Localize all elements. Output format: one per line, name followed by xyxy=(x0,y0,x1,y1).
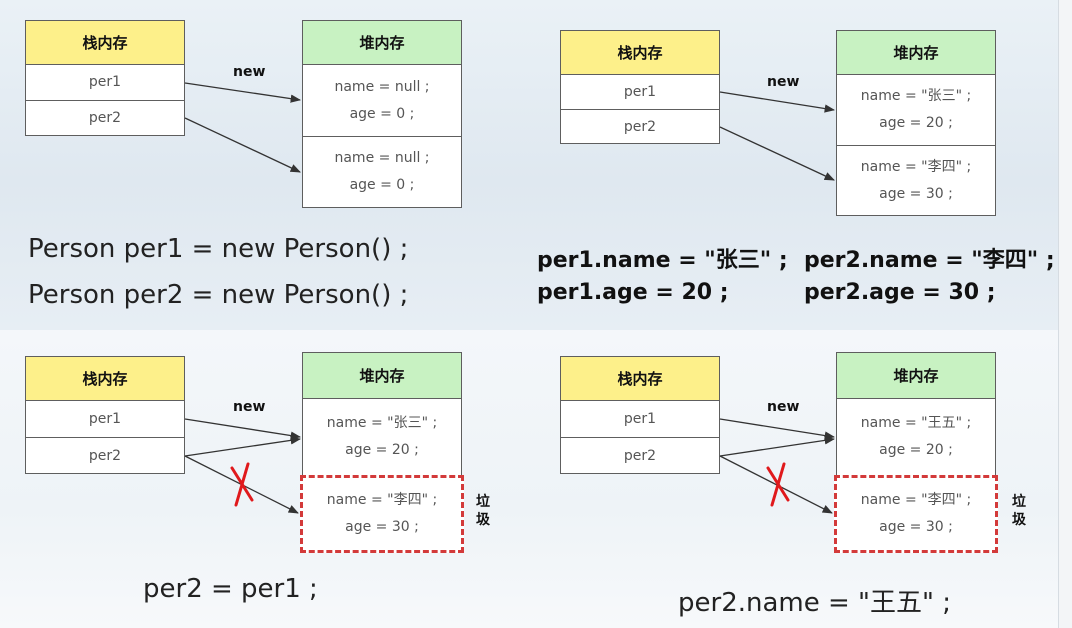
new-keyword-label: new xyxy=(233,399,266,415)
heap-memory-box: 堆内存 name = "张三" ; age = 20 ; name = "李四"… xyxy=(836,30,996,216)
arrow-per2-to-object-2 xyxy=(184,117,301,173)
heap-memory-header: 堆内存 xyxy=(303,21,461,65)
heap-object-2-age: age = 30 ; xyxy=(879,185,953,202)
stack-var-per2: per2 xyxy=(561,437,719,473)
code-line-1: per1.name = "张三" ; xyxy=(537,248,788,273)
heap-object-1: name = "张三" ; age = 20 ; xyxy=(303,399,461,475)
stack-var-per1: per1 xyxy=(88,74,122,91)
heap-memory-header: 堆内存 xyxy=(303,353,461,399)
stack-var-per2: per2 xyxy=(26,100,184,135)
garbage-label: 垃圾 xyxy=(476,494,490,528)
heap-object-1: name = null ; age = 0 ; xyxy=(303,65,461,137)
stack-memory-header: 栈内存 xyxy=(26,357,184,401)
arrow-per1-to-object-1 xyxy=(184,82,302,103)
stack-memory-box: 栈内存 per1 per2 xyxy=(560,356,720,474)
arrow-per2-to-object-1 xyxy=(719,436,836,457)
new-keyword-label: new xyxy=(233,64,266,80)
arrow-per1-to-object-1 xyxy=(184,418,302,440)
heap-object-1-name: name = "张三" ; xyxy=(326,415,438,431)
right-edge-strip xyxy=(1058,0,1072,628)
garbage-object-age: age = 30 ; xyxy=(879,519,953,535)
stack-memory-header: 栈内存 xyxy=(561,31,719,75)
arrow-per2-to-object-2 xyxy=(719,126,835,181)
stack-memory-header: 栈内存 xyxy=(561,357,719,401)
stack-memory-box: 栈内存 per1 per2 xyxy=(25,356,185,474)
stack-memory-box: 栈内存 per1 per2 xyxy=(25,20,185,136)
garbage-object-name: name = "李四" ; xyxy=(860,492,972,508)
heap-object-1-age: age = 20 ; xyxy=(879,115,953,132)
heap-memory-box: 堆内存 name = "王五" ; age = 20 ; xyxy=(836,352,996,476)
code-line-1: per2.name = "王五" ; xyxy=(678,588,951,618)
heap-object-2: name = null ; age = 0 ; xyxy=(303,136,461,207)
code-line-3: per1.age = 20 ; xyxy=(537,280,729,305)
heap-object-1-age: age = 0 ; xyxy=(349,105,415,122)
arrow-per2-to-garbage-object xyxy=(719,455,833,514)
heap-object-1: name = "张三" ; age = 20 ; xyxy=(837,75,995,146)
code-line-2: Person per2 = new Person() ; xyxy=(28,280,409,310)
new-keyword-label: new xyxy=(767,74,800,90)
stack-var-per2: per2 xyxy=(26,437,184,473)
garbage-object-box: name = "李四" ; age = 30 ; xyxy=(834,475,998,553)
heap-object-1-name: name = "王五" ; xyxy=(860,415,972,431)
code-line-1: Person per1 = new Person() ; xyxy=(28,234,409,264)
new-keyword-label: new xyxy=(767,399,800,415)
heap-memory-header: 堆内存 xyxy=(837,31,995,75)
heap-object-1-name: name = null ; xyxy=(334,78,430,95)
heap-memory-header: 堆内存 xyxy=(837,353,995,399)
stack-var-per1: per1 xyxy=(623,411,657,427)
garbage-object-box: name = "李四" ; age = 30 ; xyxy=(300,475,464,553)
heap-memory-box: 堆内存 name = "张三" ; age = 20 ; xyxy=(302,352,462,476)
arrow-per2-to-object-1 xyxy=(184,436,302,457)
heap-object-1: name = "王五" ; age = 20 ; xyxy=(837,399,995,475)
broken-reference-cross-icon xyxy=(766,462,790,507)
stack-var-per1: per1 xyxy=(88,411,122,427)
garbage-object-age: age = 30 ; xyxy=(345,519,419,535)
code-line-2: per2.name = "李四" ; xyxy=(804,248,1055,273)
stack-memory-box: 栈内存 per1 per2 xyxy=(560,30,720,144)
heap-object-2-age: age = 0 ; xyxy=(349,177,415,194)
stack-memory-header: 栈内存 xyxy=(26,21,184,65)
heap-object-2-name: name = "李四" ; xyxy=(860,158,972,175)
heap-object-2: name = "李四" ; age = 30 ; xyxy=(837,145,995,215)
stack-var-per1: per1 xyxy=(623,83,657,100)
arrow-per1-to-object-1 xyxy=(719,418,836,440)
heap-memory-box: 堆内存 name = null ; age = 0 ; name = null … xyxy=(302,20,462,208)
broken-reference-cross-icon xyxy=(230,462,254,507)
garbage-label: 垃圾 xyxy=(1012,494,1026,528)
heap-object-1-name: name = "张三" ; xyxy=(860,88,972,105)
code-line-1: per2 = per1 ; xyxy=(143,574,318,604)
stack-var-per2: per2 xyxy=(561,109,719,143)
garbage-object-name: name = "李四" ; xyxy=(326,492,438,508)
arrow-per1-to-object-1 xyxy=(719,91,836,113)
heap-object-1-age: age = 20 ; xyxy=(879,442,953,458)
heap-object-2-name: name = null ; xyxy=(334,150,430,167)
code-line-4: per2.age = 30 ; xyxy=(804,280,996,305)
heap-object-1-age: age = 20 ; xyxy=(345,442,419,458)
